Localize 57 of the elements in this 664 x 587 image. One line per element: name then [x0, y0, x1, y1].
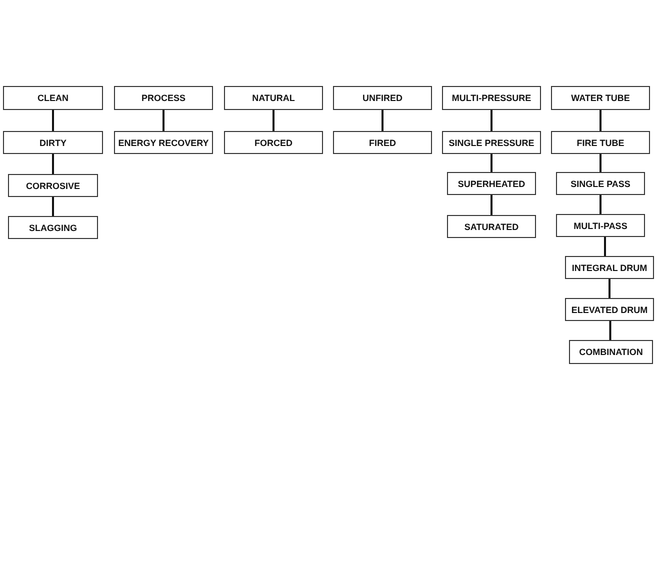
- connector-line: [52, 197, 54, 216]
- category-box: [447, 215, 536, 238]
- connector-line: [382, 110, 384, 131]
- connector-line: [600, 195, 602, 214]
- box-label: COMBINATION: [579, 347, 643, 357]
- connector-line: [608, 279, 610, 298]
- box-label: SATURATED: [464, 222, 519, 232]
- category-box: [114, 131, 213, 154]
- connector-line: [604, 237, 606, 256]
- category-box: [442, 131, 541, 154]
- connector-line: [490, 154, 492, 172]
- category-box: [333, 86, 432, 110]
- box-label: MULTI-PASS: [574, 220, 628, 230]
- connector-line: [600, 154, 602, 172]
- category-box: [569, 340, 653, 364]
- box-label: ENERGY RECOVERY: [118, 138, 209, 148]
- category-box: [3, 131, 103, 154]
- box-label: SUPERHEATED: [458, 178, 526, 188]
- connector-line: [609, 321, 612, 340]
- box-label: UNFIRED: [362, 93, 402, 103]
- category-box: [8, 216, 98, 239]
- box-label: SINGLE PASS: [570, 178, 630, 188]
- connector-line: [600, 110, 602, 131]
- category-box: [565, 256, 654, 279]
- category-box: [3, 86, 103, 110]
- connector-line: [272, 110, 274, 131]
- box-label: SLAGGING: [28, 222, 77, 232]
- box-label: SINGLE PRESSURE: [448, 138, 534, 148]
- category-box: [224, 131, 323, 154]
- box-label: PROCESS: [141, 93, 186, 103]
- box-label: INTEGRAL DRUM: [572, 262, 648, 272]
- category-box: [551, 86, 650, 110]
- category-box: [8, 174, 98, 197]
- box-label: FORCED: [254, 138, 292, 148]
- category-box: [551, 131, 650, 154]
- box-label: WATER TUBE: [571, 93, 630, 103]
- box-label: DIRTY: [40, 138, 66, 148]
- connector-line: [52, 154, 54, 174]
- box-label: CORROSIVE: [26, 180, 80, 190]
- category-box: [114, 86, 213, 110]
- box-label: CLEAN: [38, 93, 68, 103]
- category-box: [333, 131, 432, 154]
- box-label: MULTI-PRESSURE: [452, 93, 532, 103]
- connector-line: [490, 110, 492, 131]
- category-box: [565, 298, 654, 321]
- category-box: [224, 86, 323, 110]
- box-label: NATURAL: [252, 93, 295, 103]
- connector-line: [162, 110, 164, 131]
- category-box: [556, 172, 645, 195]
- box-label: ELEVATED DRUM: [571, 304, 648, 314]
- category-box: [556, 214, 645, 237]
- box-label: FIRED: [369, 138, 396, 148]
- connector-line: [490, 195, 492, 215]
- connector-line: [52, 110, 54, 131]
- category-box: [442, 86, 541, 110]
- category-box: [447, 172, 536, 195]
- box-label: FIRE TUBE: [576, 138, 624, 148]
